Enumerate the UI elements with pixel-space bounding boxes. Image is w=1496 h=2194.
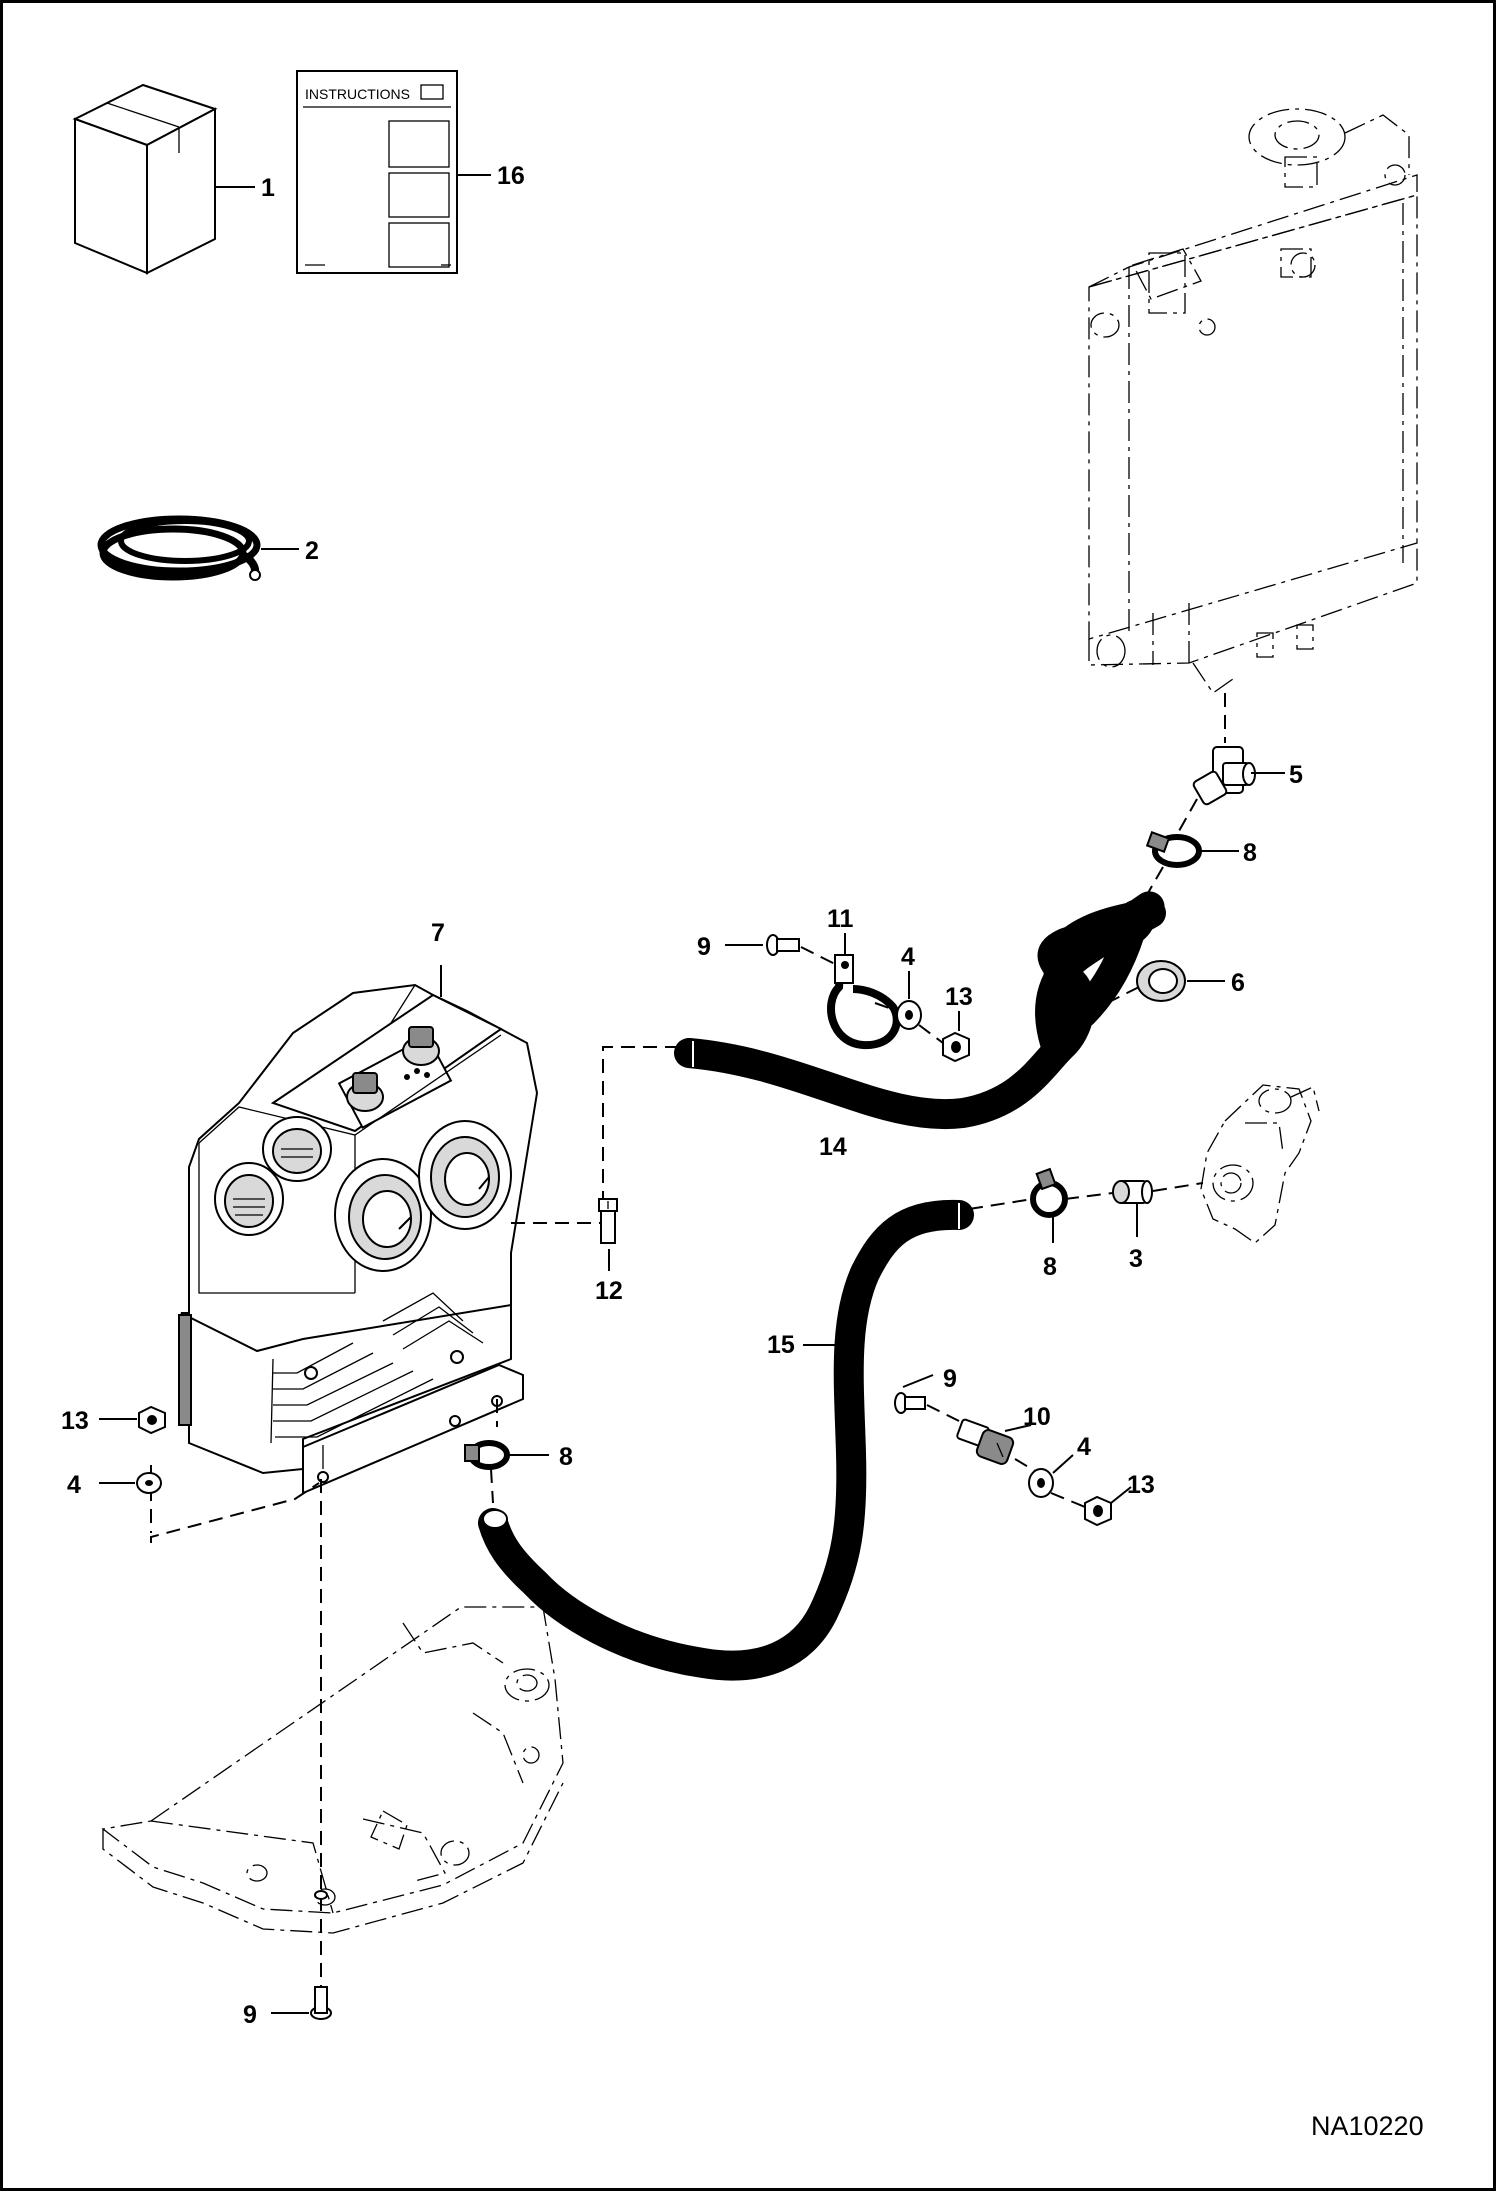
box-part: [72, 83, 218, 275]
instruction-sheet: INSTRUCTIONS: [296, 70, 458, 274]
callout-13-left: 13: [61, 1407, 89, 1435]
clamp-mid: [1030, 1167, 1068, 1218]
bolt-mid: [894, 1392, 926, 1414]
document-id: NA10220: [1311, 2111, 1424, 2141]
callout-9-mid: 9: [943, 1365, 957, 1393]
callout-2: 2: [305, 537, 319, 565]
machine-frame-phantom: [101, 1606, 564, 1934]
callout-16: 16: [497, 162, 525, 190]
callout-8-upper: 8: [1243, 839, 1257, 867]
radiator-phantom: [1088, 108, 1418, 694]
washer-upper: [896, 1000, 922, 1030]
drain-plug: [598, 1198, 618, 1244]
callout-14: 14: [819, 1133, 847, 1161]
fitting-3: [1112, 1180, 1153, 1204]
vent-large-right: [418, 1120, 512, 1230]
heater-fins: [273, 1292, 484, 1438]
callout-13-upper: 13: [945, 983, 973, 1011]
nut-upper: [942, 1031, 970, 1063]
washer-left: [136, 1472, 162, 1494]
callout-6: 6: [1231, 969, 1245, 997]
clamp-upper: [1145, 831, 1202, 868]
callout-13-mid: 13: [1127, 1471, 1155, 1499]
callout-4-mid: 4: [1077, 1433, 1091, 1461]
washer-mid: [1028, 1468, 1054, 1498]
hose-clamp-11: [827, 954, 901, 1050]
callout-labels: 1 16 2 5 8 6 9 11 4 13 14 7 12 8 3 15 9 …: [61, 162, 1303, 2029]
callout-1: 1: [261, 174, 275, 202]
callout-3: 3: [1129, 1245, 1143, 1273]
vent-large-center: [334, 1158, 432, 1272]
callout-9-bottom: 9: [243, 2001, 257, 2029]
grommet: [1136, 960, 1186, 1002]
clamp-lower: [464, 1440, 510, 1470]
callout-4-left: 4: [67, 1471, 81, 1499]
hose-15: [478, 1199, 974, 1681]
valve-phantom: [1200, 1084, 1320, 1244]
instructions-heading: INSTRUCTIONS: [305, 86, 410, 102]
callout-8-lower: 8: [559, 1443, 573, 1471]
callout-7: 7: [431, 919, 445, 947]
callout-9-upper: 9: [697, 933, 711, 961]
callout-8-mid: 8: [1043, 1253, 1057, 1281]
callout-12: 12: [595, 1277, 623, 1305]
coiled-tubing: [97, 515, 261, 581]
callout-10: 10: [1023, 1403, 1051, 1431]
heater-unit: [178, 983, 539, 1495]
nut-mid: [1084, 1495, 1112, 1527]
callout-5: 5: [1289, 761, 1303, 789]
hose-clamp-10: [956, 1418, 1015, 1465]
elbow-fitting: [1192, 746, 1256, 806]
vent-small-left: [214, 1162, 284, 1236]
callout-11: 11: [827, 905, 854, 933]
callout-15: 15: [767, 1331, 795, 1359]
vent-small-top: [262, 1116, 332, 1182]
bolt-bottom: [310, 1986, 332, 2020]
nut-left: [138, 1405, 166, 1435]
bolt-upper: [766, 934, 800, 956]
parts-diagram: INSTRUCTIONS: [61, 70, 1424, 2141]
callout-4-upper: 4: [901, 943, 915, 971]
